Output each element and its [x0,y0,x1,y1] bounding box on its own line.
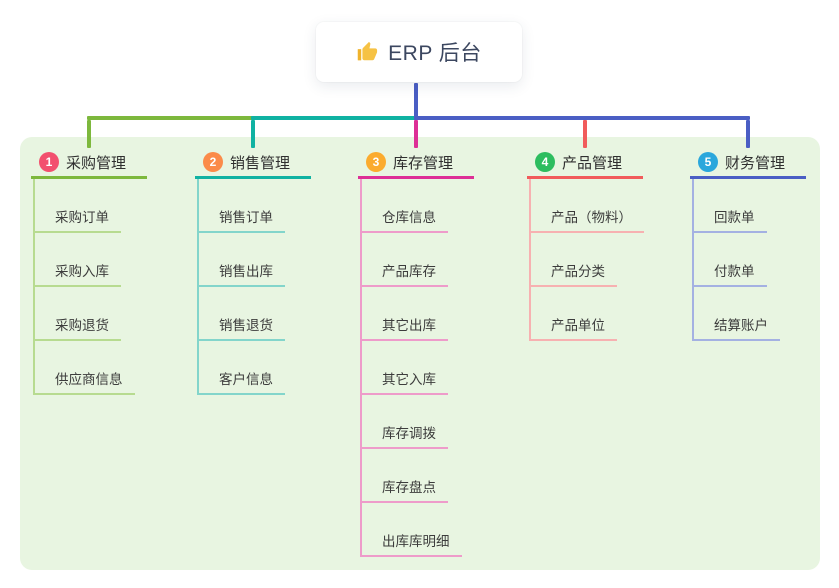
branch-label: 产品管理 [562,154,623,172]
branch-item[interactable]: 采购入库 [33,233,121,287]
branch-item[interactable]: 产品库存 [360,233,448,287]
root-node[interactable]: ERP 后台 [316,22,522,82]
subtree-line-3 [360,179,362,557]
branch-item[interactable]: 结算账户 [692,287,780,341]
thumbs-up-icon [356,41,378,63]
branch-number-badge: 4 [535,152,555,172]
branch-drop-line-2 [251,120,255,148]
branch-item[interactable]: 付款单 [692,233,767,287]
branch-number-badge: 1 [39,152,59,172]
branch-item[interactable]: 其它入库 [360,341,448,395]
branch-drop-line-3 [414,120,418,148]
branch-items-2: 销售订单销售出库销售退货客户信息 [197,179,285,395]
root-connector-line [414,83,418,120]
branch-header-5[interactable]: 5 财务管理 [690,148,806,179]
bus-segment-left [87,116,255,120]
branch-item[interactable]: 其它出库 [360,287,448,341]
subtree-line-4 [529,179,531,341]
branch-drop-line-4 [583,120,587,148]
branch-label: 库存管理 [393,154,454,172]
subtree-line-5 [692,179,694,341]
branch-item[interactable]: 采购订单 [33,179,121,233]
branch-header-2[interactable]: 2 销售管理 [195,148,311,179]
branch-item[interactable]: 产品单位 [529,287,617,341]
branch-item[interactable]: 库存调拨 [360,395,448,449]
bus-segment-middle [251,116,418,120]
branch-number-badge: 3 [366,152,386,172]
branch-item[interactable]: 仓库信息 [360,179,448,233]
branch-item[interactable]: 回款单 [692,179,767,233]
subtree-line-2 [197,179,199,395]
branch-item[interactable]: 客户信息 [197,341,285,395]
branch-items-1: 采购订单采购入库采购退货供应商信息 [33,179,135,395]
branch-header-3[interactable]: 3 库存管理 [358,148,474,179]
branch-drop-line-5 [746,120,750,148]
branch-label: 财务管理 [725,154,786,172]
mindmap-panel [20,137,820,570]
branch-items-5: 回款单付款单结算账户 [692,179,780,341]
branch-item[interactable]: 产品分类 [529,233,617,287]
branch-drop-line-1 [87,120,91,148]
root-title: ERP 后台 [388,42,482,65]
subtree-line-1 [33,179,35,395]
branch-item[interactable]: 销售订单 [197,179,285,233]
branch-item[interactable]: 销售出库 [197,233,285,287]
branch-item[interactable]: 产品（物料） [529,179,644,233]
bus-segment-right [414,116,750,120]
branch-number-badge: 5 [698,152,718,172]
branch-item[interactable]: 出库库明细 [360,503,462,557]
branch-item[interactable]: 库存盘点 [360,449,448,503]
branch-items-3: 仓库信息产品库存其它出库其它入库库存调拨库存盘点出库库明细 [360,179,462,557]
branch-items-4: 产品（物料）产品分类产品单位 [529,179,644,341]
branch-item[interactable]: 销售退货 [197,287,285,341]
branch-label: 采购管理 [66,154,127,172]
branch-header-4[interactable]: 4 产品管理 [527,148,643,179]
branch-number-badge: 2 [203,152,223,172]
branch-item[interactable]: 采购退货 [33,287,121,341]
branch-header-1[interactable]: 1 采购管理 [31,148,147,179]
branch-item[interactable]: 供应商信息 [33,341,135,395]
branch-label: 销售管理 [230,154,291,172]
